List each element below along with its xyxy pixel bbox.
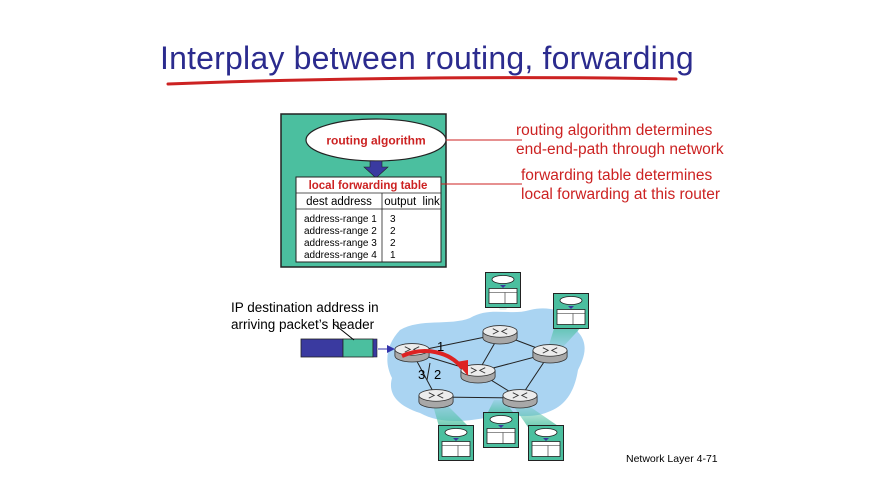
table-row-link: 3	[390, 214, 396, 225]
footer-page-label: Network Layer 4-71	[626, 453, 718, 465]
port-label-1: 1	[437, 339, 444, 354]
beam	[512, 404, 564, 430]
col-dest-header: dest address	[306, 196, 372, 208]
port-label-2: 2	[434, 367, 441, 382]
routing-annotation: routing algorithm determines end-end-pat…	[516, 122, 724, 158]
ip-destination-label: IP destination address in arriving packe…	[231, 300, 379, 332]
title-underline	[166, 76, 678, 86]
mini-router-table-icon	[553, 293, 589, 329]
table-row-link: 2	[390, 238, 396, 249]
packet	[300, 338, 378, 358]
routing-algorithm-label: routing algorithm	[326, 134, 425, 148]
mini-router-table-icon	[483, 412, 519, 448]
table-row-link: 1	[390, 250, 396, 261]
down-arrow-icon	[363, 160, 389, 179]
router-icon	[502, 389, 538, 409]
port-label-3: 3	[418, 367, 425, 382]
router-detail-box: routing algorithm local forwarding table…	[280, 113, 447, 268]
slide-title: Interplay between routing, forwarding	[160, 40, 694, 76]
forwarding-table	[295, 176, 442, 263]
table-row-dest: address-range 2	[304, 226, 377, 237]
beam	[432, 402, 472, 430]
router-icon	[482, 325, 518, 345]
mini-router-table-icon	[485, 272, 521, 308]
table-row-dest: address-range 4	[304, 250, 377, 261]
router-icon	[418, 389, 454, 409]
mini-router-table-icon	[438, 425, 474, 461]
forwarding-annotation: forwarding table determines local forwar…	[521, 167, 721, 203]
forwarding-arrowhead-icon	[456, 360, 468, 376]
forwarding-table-title: local forwarding table	[309, 180, 428, 192]
table-row-dest: address-range 1	[304, 214, 377, 225]
table-row-dest: address-range 3	[304, 238, 377, 249]
table-row-link: 2	[390, 226, 396, 237]
header-pointer-line	[333, 323, 355, 341]
mini-router-table-icon	[528, 425, 564, 461]
router-icon	[532, 344, 568, 364]
col-link-header: output link	[384, 196, 440, 208]
